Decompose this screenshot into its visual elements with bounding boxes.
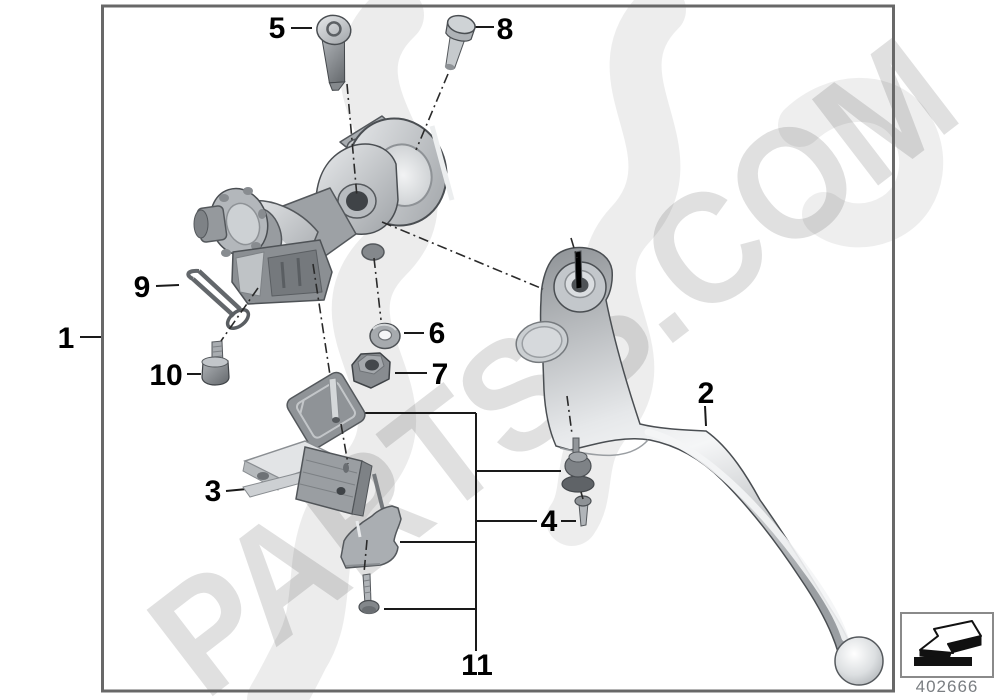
screw-8 — [444, 14, 476, 71]
screw-5 — [316, 14, 352, 91]
callout-10: 10 — [149, 359, 182, 392]
lever-blade-highlight — [644, 428, 849, 642]
callout-3: 3 — [205, 475, 222, 508]
callout-11: 11 — [461, 649, 493, 682]
lever-ball-end — [834, 636, 884, 686]
axis-lever-mount — [381, 221, 544, 290]
axis-screw5 — [346, 83, 358, 198]
callout-4: 4 — [541, 505, 558, 538]
screw-hole — [346, 191, 368, 211]
leader-lines — [80, 26, 707, 651]
callout-1: 1 — [58, 322, 75, 355]
clip-9 — [186, 268, 251, 330]
direction-arrow-icon — [914, 620, 982, 666]
callout-6: 6 — [429, 317, 446, 350]
axis-pivot-stub — [570, 237, 578, 259]
nut-7 — [351, 352, 391, 389]
axis-bushing-upper — [566, 395, 573, 435]
pad-screw-shaft — [328, 377, 340, 420]
leader-3 — [225, 488, 248, 492]
leader-2 — [704, 405, 707, 427]
rubber-pad — [286, 371, 366, 449]
callout-2: 2 — [698, 377, 715, 410]
screw-4 — [574, 495, 592, 527]
lever-pivot-pin — [574, 250, 583, 290]
pivot-lug-boss — [361, 243, 385, 261]
clutch-switch-3 — [242, 440, 386, 517]
callout-8: 8 — [497, 13, 514, 46]
clamp-perch-assembly — [193, 115, 455, 305]
clutch-lever — [515, 246, 884, 686]
callout-7: 7 — [432, 358, 449, 391]
axis-lines — [220, 73, 584, 574]
leader-9 — [155, 284, 180, 287]
adjuster-hex-stub — [193, 205, 228, 243]
axis-pad-lower — [340, 423, 349, 465]
lever-palm-edge — [559, 439, 649, 457]
switch-housing — [231, 239, 333, 305]
diagram-code-stamp: 402666 — [900, 612, 994, 696]
callout-9: 9 — [134, 271, 151, 304]
callouts: 1 2 3 4 5 6 7 8 9 10 11 — [58, 12, 715, 682]
screw-11 — [358, 573, 380, 615]
axis-screw8 — [415, 73, 449, 151]
axis-screw11 — [363, 539, 368, 574]
bolt-10 — [201, 340, 230, 386]
clamp-slot — [429, 125, 455, 201]
callout-5: 5 — [269, 12, 286, 45]
torx-socket-icon — [326, 21, 342, 37]
axis-bushing-lower — [580, 491, 584, 500]
clip-bracket-11 — [340, 505, 402, 569]
watermark-swoosh-top-right — [778, 77, 944, 248]
diagram-frame — [101, 4, 895, 693]
pivot-bushing — [561, 437, 595, 493]
switch-pin — [372, 473, 386, 515]
diagram-code: 402666 — [916, 677, 979, 696]
washer-6 — [369, 322, 401, 350]
